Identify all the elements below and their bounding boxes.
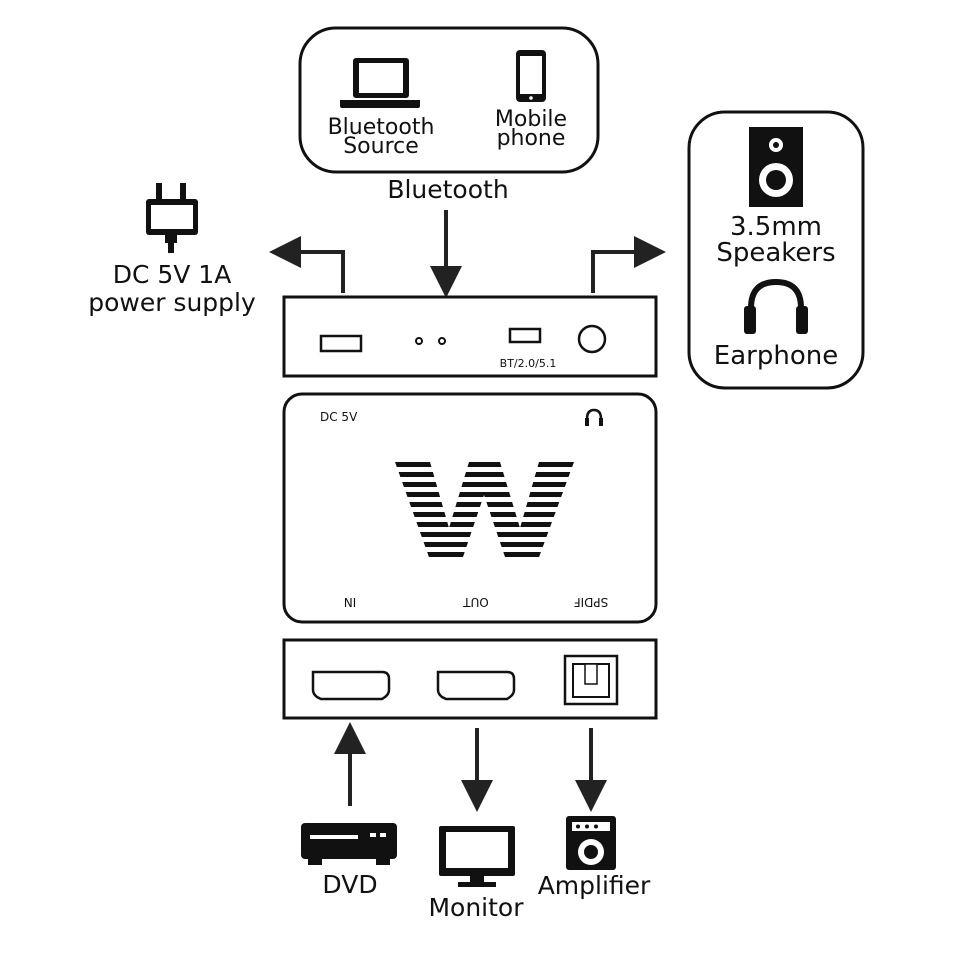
mobile-phone-label-1: Mobile (495, 107, 567, 132)
amplifier-icon (566, 816, 616, 870)
audio-output-box: 3.5mm Speakers Earphone (687, 110, 865, 390)
audio-jack-port (577, 324, 607, 354)
indicator-led-1 (415, 337, 423, 345)
power-plug-icon (146, 183, 198, 253)
speaker-icon (749, 127, 803, 207)
mobile-phone-label-2: phone (497, 126, 566, 151)
device-front-panel (282, 638, 658, 720)
out-label: OUT (463, 595, 489, 609)
power-label-1: DC 5V 1A (113, 260, 232, 289)
headphones-icon (744, 278, 808, 334)
speakers-label-1: 3.5mm (730, 212, 822, 242)
bluetooth-source-label-2: Source (343, 134, 419, 159)
device-top-panel: DC 5V IN OUT SPDIF (282, 392, 658, 624)
indicator-led-2 (438, 337, 446, 345)
laptop-icon (340, 58, 420, 108)
power-arrow (269, 236, 345, 293)
bluetooth-sources-box: Bluetooth Source Mobile phone (298, 26, 600, 174)
dvd-player-icon (301, 823, 397, 865)
dvd-label: DVD (322, 870, 377, 899)
in-label: IN (344, 595, 357, 609)
power-label-2: power supply (88, 288, 256, 317)
audio-output-arrow (591, 236, 666, 293)
bluetooth-label: Bluetooth (387, 175, 508, 204)
hdmi-in-port (311, 670, 391, 701)
mobile-phone-icon (516, 50, 546, 102)
device-back-panel: BT/2.0/5.1 (282, 295, 658, 378)
spdif-label: SPDIF (574, 595, 609, 609)
headphone-indicator-icon (585, 408, 603, 426)
speakers-label-2: Speakers (716, 238, 835, 268)
mode-switch (508, 327, 542, 344)
spdif-optical-port (563, 654, 619, 706)
bluetooth-source-label-1: Bluetooth (328, 115, 435, 140)
monitor-icon (439, 826, 515, 887)
hdmi-out-port (436, 670, 516, 701)
monitor-label: Monitor (428, 893, 524, 922)
amplifier-label: Amplifier (538, 871, 651, 900)
dc-power-port (319, 334, 363, 353)
mode-switch-label: BT/2.0/5.1 (500, 357, 557, 370)
earphone-label: Earphone (714, 341, 838, 371)
dc-5v-label: DC 5V (320, 410, 358, 424)
